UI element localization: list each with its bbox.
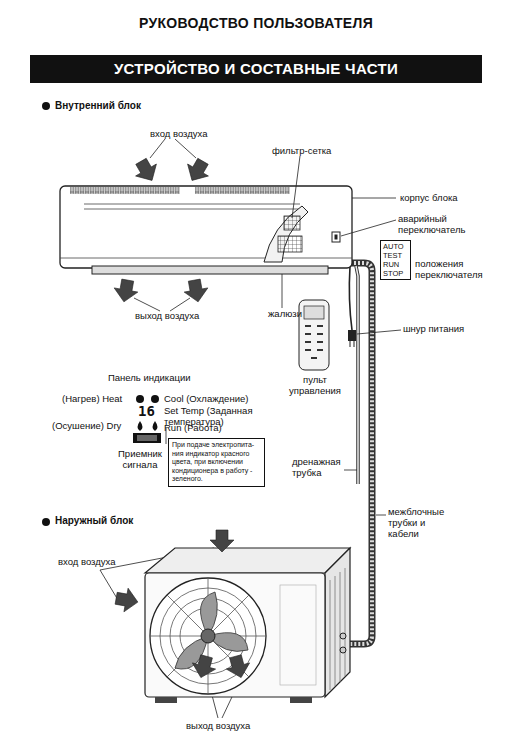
indicator-label: (Осушение) Dry xyxy=(52,420,121,431)
leader-line-part xyxy=(357,330,401,334)
section-heading: Наружный блок xyxy=(55,515,133,526)
note-box: При подаче электропита- ния индикатор кр… xyxy=(168,438,265,487)
part-label: пульт управления xyxy=(287,374,343,396)
outdoor-unit-part xyxy=(201,629,215,643)
part-label: фильтр-сетка xyxy=(272,145,331,156)
page-title: РУКОВОДСТВО ПОЛЬЗОВАТЕЛЯ xyxy=(0,15,512,31)
drain-tube-part xyxy=(356,266,358,484)
outdoor-unit xyxy=(145,548,350,703)
drain-tube xyxy=(356,266,358,484)
remote-control xyxy=(299,300,329,370)
part-label: корпус блока xyxy=(400,192,458,203)
indicator-icon-part xyxy=(151,395,159,403)
indicator-icon-part xyxy=(153,421,158,431)
leader-line xyxy=(100,139,401,718)
indoor-unit-part xyxy=(60,258,352,259)
indicator-icon-part xyxy=(137,435,157,441)
drain-tube-part xyxy=(356,266,358,484)
indoor-unit-part xyxy=(332,232,340,242)
outdoor-unit-part xyxy=(325,548,350,697)
part-label: вход воздуха xyxy=(58,556,115,567)
indicator-label: (Нагрев) Heat xyxy=(62,393,122,404)
part-label: положения переключателя xyxy=(415,258,487,280)
indicator-label: Cool (Охлаждение) xyxy=(164,393,248,404)
indoor-unit-part xyxy=(60,186,352,268)
leader-line-part xyxy=(344,470,357,471)
outdoor-unit-part xyxy=(290,697,312,703)
airflow-arrow-part xyxy=(210,530,234,552)
bullet-part xyxy=(42,102,50,110)
indicator-icon-part xyxy=(136,395,144,403)
indoor-unit-part xyxy=(92,266,328,274)
bullet-part xyxy=(42,518,50,526)
node-text: AUTO TEST RUN STOP xyxy=(383,242,408,278)
part-label: вход воздуха xyxy=(150,128,207,139)
indoor-unit-part xyxy=(278,236,302,252)
section-heading: Внутренний блок xyxy=(55,100,141,111)
airflow-arrow-part xyxy=(112,278,139,304)
bullet xyxy=(42,102,50,526)
indicator-icon xyxy=(133,395,161,443)
airflow-arrow-part xyxy=(131,155,163,186)
indoor-unit xyxy=(60,186,352,274)
leader-line-part xyxy=(352,198,396,199)
indoor-unit-part xyxy=(264,206,308,262)
outdoor-unit-part xyxy=(145,548,350,573)
indoor-unit-part xyxy=(284,216,300,230)
part-label: жалюзи xyxy=(268,308,302,319)
power-cord-part xyxy=(348,330,356,341)
outdoor-unit-part xyxy=(145,573,325,697)
airflow-arrow-part xyxy=(182,155,214,186)
leader-line-part xyxy=(376,515,386,516)
leader-line-part xyxy=(341,220,396,236)
airflow-arrow xyxy=(114,530,253,681)
outdoor-unit-part xyxy=(330,568,345,690)
indoor-unit-part xyxy=(195,187,290,194)
indoor-unit-part xyxy=(335,235,338,240)
remote-control-part xyxy=(299,300,329,370)
node-text: УСТРОЙСТВО И СОСТАВНЫЕ ЧАСТИ xyxy=(30,55,482,83)
indicator-label: Приемник сигнала xyxy=(114,448,166,470)
part-label: дренажная трубка xyxy=(292,456,348,478)
airflow-arrow-part xyxy=(189,653,218,680)
outdoor-unit-part xyxy=(155,697,177,703)
outdoor-unit-part xyxy=(150,578,266,694)
indicator-icon-part xyxy=(133,433,161,443)
leader-line-part xyxy=(292,156,300,218)
part-label: аварийный переключатель xyxy=(398,213,470,235)
outdoor-unit-part xyxy=(340,647,346,653)
indoor-unit-part xyxy=(70,187,180,194)
leader-line-part xyxy=(282,274,283,308)
node-text: При подаче электропита- ния индикатор кр… xyxy=(172,441,261,484)
outdoor-unit-part xyxy=(150,578,266,694)
power-cord-part xyxy=(349,266,352,330)
power-cord-part xyxy=(350,341,354,347)
part-label: межблочные трубки и кабели xyxy=(388,506,448,539)
part-label: выход воздуха xyxy=(135,310,199,321)
part-label: выход воздуха xyxy=(186,720,250,731)
leader-line-part xyxy=(150,139,196,158)
remote-control-part xyxy=(305,326,323,358)
indicator-icon-part xyxy=(138,421,143,431)
airflow-arrow xyxy=(112,155,213,304)
section-band: УСТРОЙСТВО И СОСТАВНЫЕ ЧАСТИ xyxy=(30,55,482,83)
power-cord xyxy=(348,266,356,347)
airflow-arrow-part xyxy=(114,586,140,613)
airflow-arrow-part xyxy=(224,653,253,680)
indicator-label: Run (Работа) xyxy=(164,422,222,433)
panel-label: Панель индикации xyxy=(108,372,191,383)
part-label: шнур питания xyxy=(403,323,464,334)
remote-control-part xyxy=(304,306,324,319)
leader-line-part xyxy=(134,298,190,311)
indoor-unit-part xyxy=(84,204,300,209)
outdoor-unit-part xyxy=(340,633,346,639)
outdoor-unit-part xyxy=(280,585,316,685)
display-digits: 16 xyxy=(138,404,155,418)
switch-positions-box: AUTO TEST RUN STOP xyxy=(380,240,411,280)
